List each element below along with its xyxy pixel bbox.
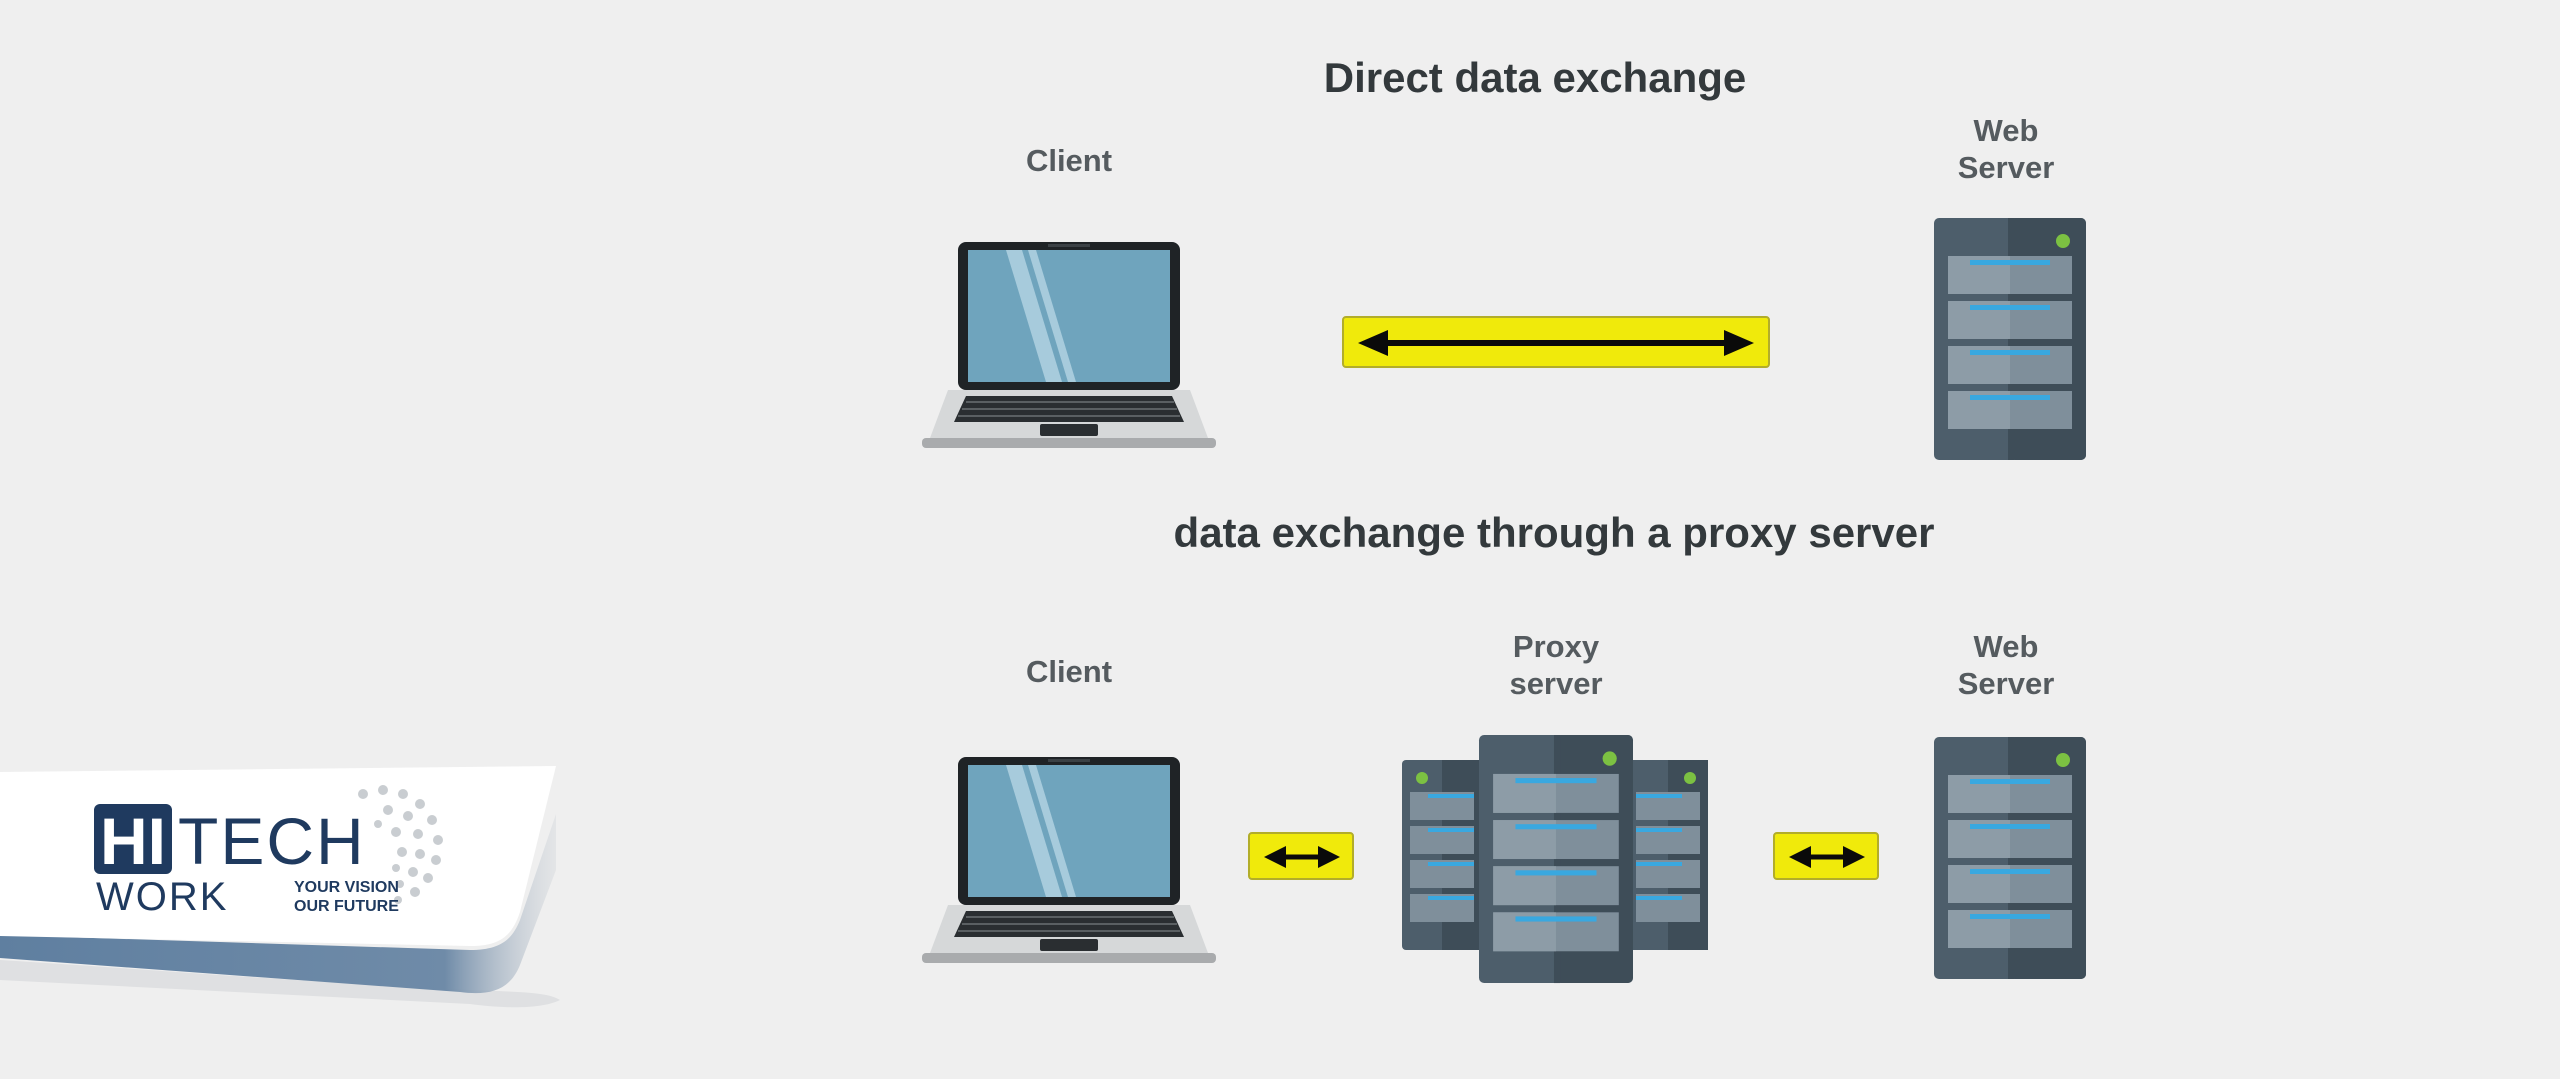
proxy-server-back-right-icon	[1628, 760, 1708, 950]
proxy-web-server-label-line2: Server	[1957, 666, 2055, 701]
proxy-client-label: Client	[1025, 654, 1113, 689]
direct-web-server-label-line2: Server	[1957, 150, 2055, 185]
direct-web-server-label: Web Server	[1958, 112, 2055, 186]
hitech-work-logo: HI TECH WORK YOUR VISION OUR FUTURE	[94, 804, 399, 919]
logo-hi-text: HI	[100, 804, 166, 878]
proxy-server-arrow	[1773, 832, 1879, 880]
proxy-server-label: Proxy server	[1509, 628, 1602, 702]
proxy-exchange-title: data exchange through a proxy server	[1173, 509, 1935, 556]
proxy-web-server-icon	[1934, 737, 2086, 979]
logo-tagline-line1: YOUR VISION	[294, 879, 399, 896]
proxy-server-label-line2: server	[1509, 666, 1603, 701]
proxy-server-front-icon	[1479, 735, 1633, 984]
double-arrow-icon	[1264, 846, 1340, 868]
direct-client-label: Client	[1025, 143, 1113, 178]
double-arrow-icon	[1358, 330, 1754, 356]
proxy-web-server-label: Web Server	[1958, 628, 2055, 702]
logo-tagline-line2: OUR FUTURE	[294, 898, 399, 915]
logo-work-text: WORK	[96, 875, 228, 919]
proxy-server-back-left-icon	[1402, 760, 1482, 950]
direct-client-laptop-icon	[921, 241, 1217, 449]
double-arrow-icon	[1789, 846, 1865, 868]
logo-tech-text: TECH	[178, 804, 366, 878]
direct-web-server-icon	[1934, 218, 2086, 460]
direct-exchange-title: Direct data exchange	[1323, 54, 1747, 101]
proxy-client-laptop-icon	[921, 756, 1217, 964]
globe-dots-icon	[358, 785, 443, 904]
proxy-server-label-line1: Proxy	[1512, 629, 1600, 664]
client-proxy-arrow	[1248, 832, 1354, 880]
direct-exchange-arrow	[1342, 316, 1770, 368]
direct-web-server-label-line1: Web	[1973, 113, 2039, 148]
proxy-web-server-label-line1: Web	[1973, 629, 2039, 664]
